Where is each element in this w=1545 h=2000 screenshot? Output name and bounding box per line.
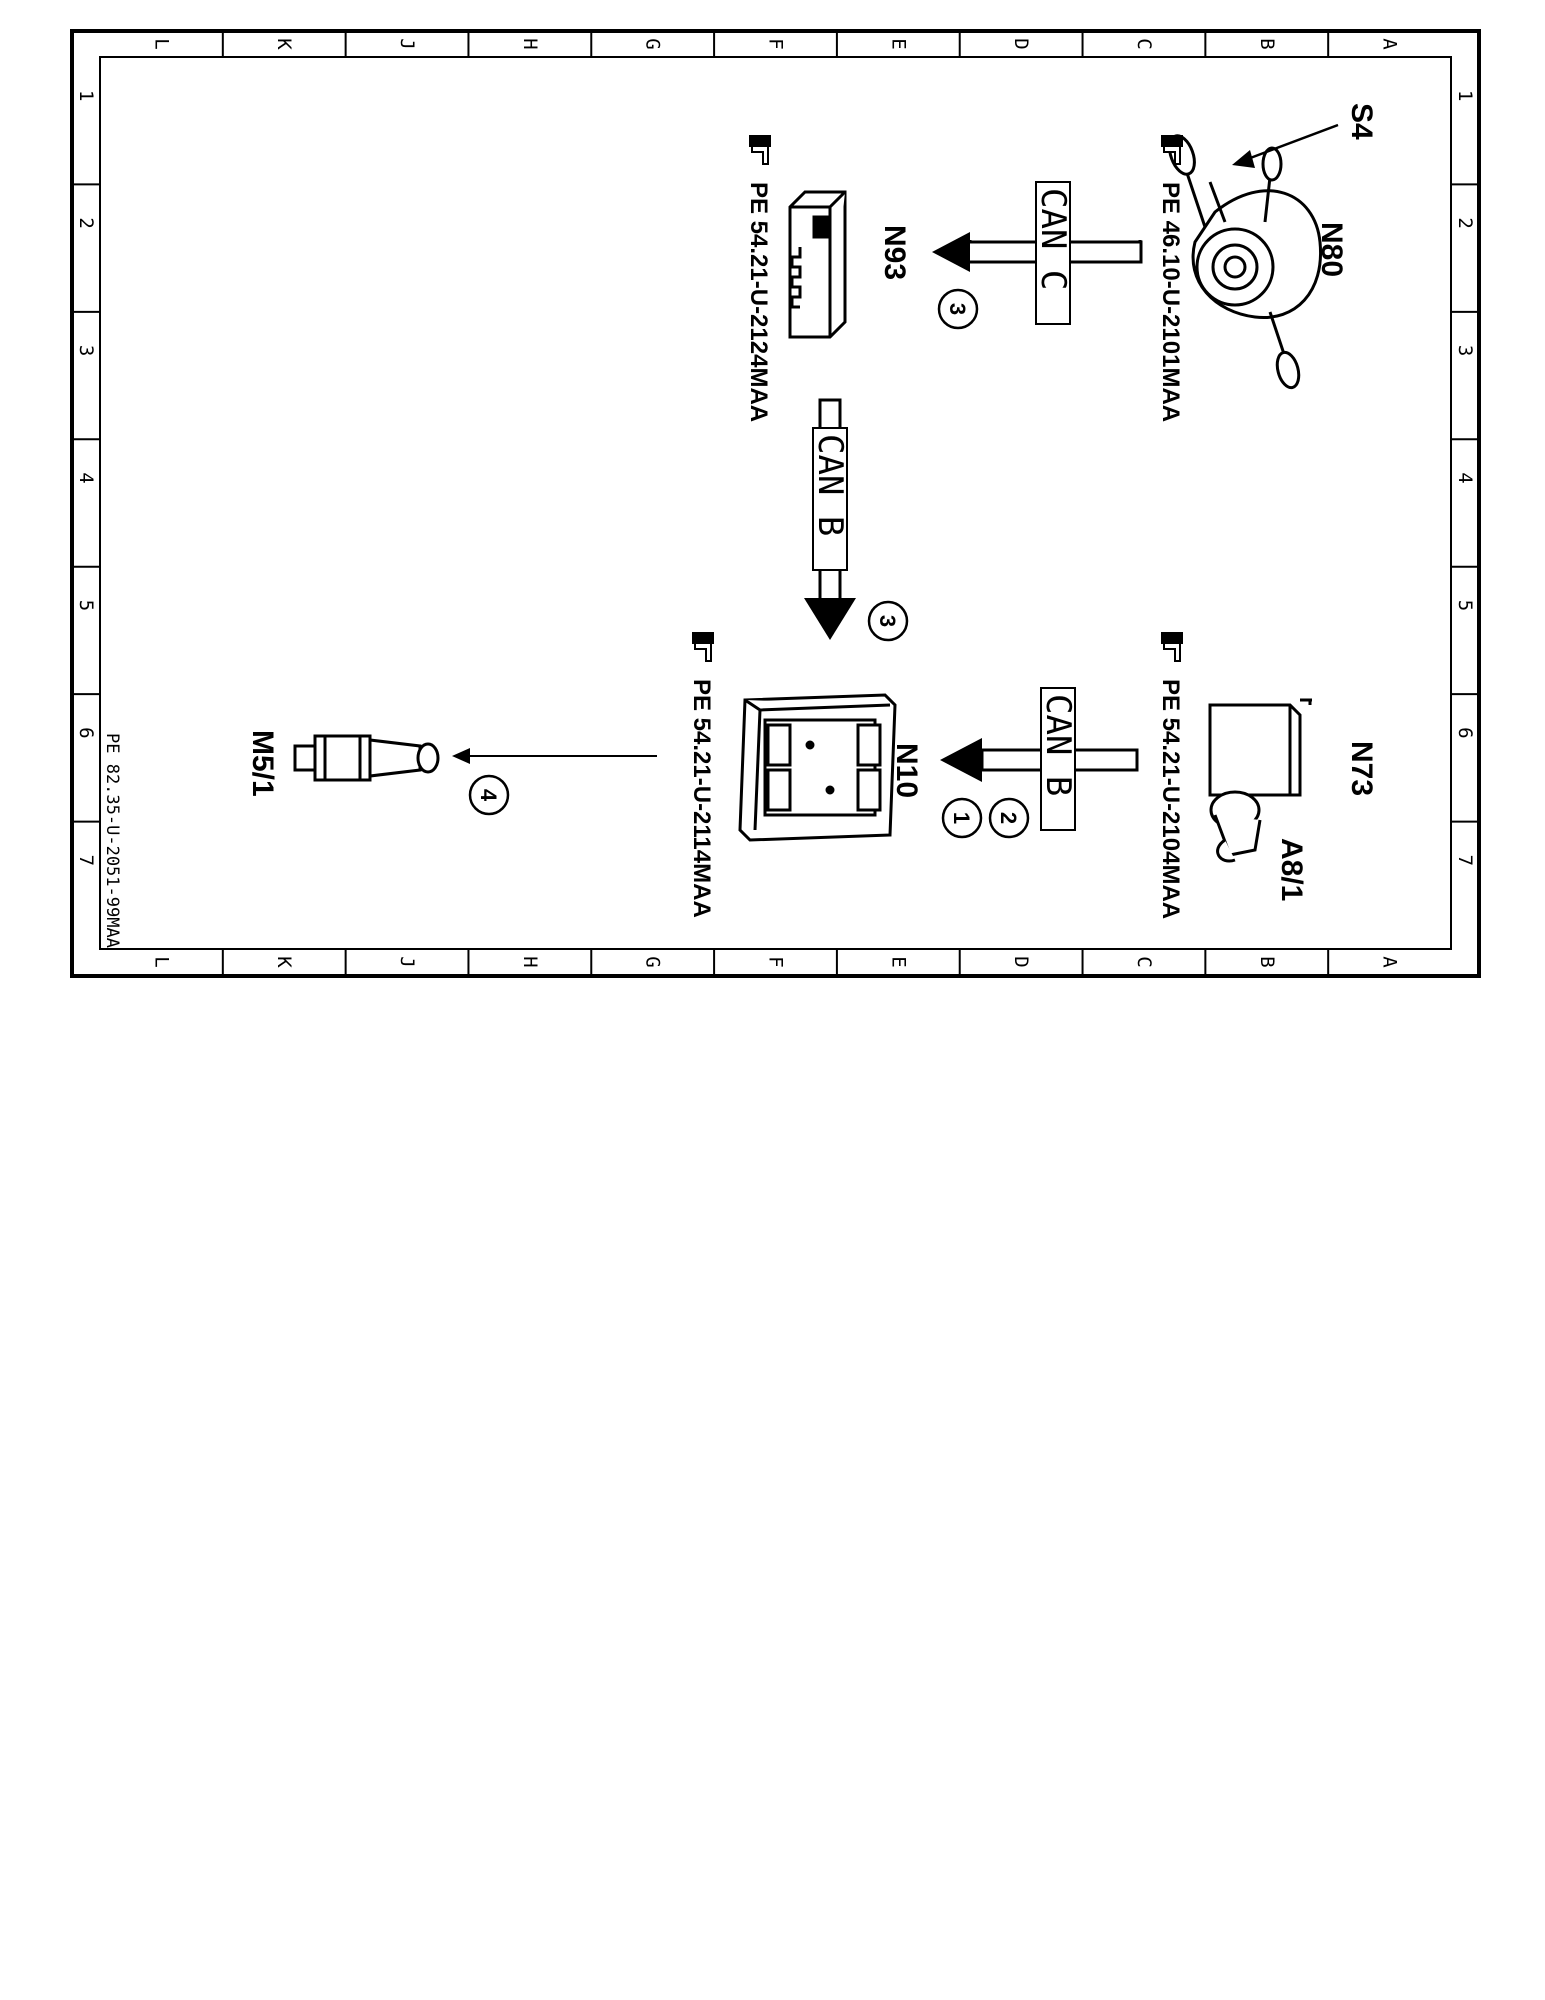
label-a8-1: A8/1: [1275, 838, 1308, 901]
outer-frame: [70, 29, 1481, 978]
step-circle-2: [988, 797, 1030, 839]
frame-row-label: 4: [75, 472, 97, 483]
label-n73: N73: [1345, 741, 1378, 796]
frame-column-label: F: [765, 956, 787, 967]
can-c-arrow-head: [932, 232, 970, 272]
step-number-2: 2: [996, 812, 1021, 824]
frame-row-label: 7: [75, 855, 97, 866]
frame-row-label: 2: [1454, 217, 1476, 228]
m5-1-sensor-icon: [293, 734, 440, 782]
ref-n73: PE 54.21-U-2104MAA: [1157, 679, 1184, 919]
label-n93: N93: [878, 225, 911, 280]
frame-column-label: B: [1256, 38, 1278, 49]
frame-row-label: 1: [75, 90, 97, 101]
frame-column-label: K: [273, 38, 295, 50]
hand-pointer-icon: [692, 632, 714, 662]
hand-pointer-icon: [1161, 135, 1183, 165]
bus-can-b-vertical: CAN B: [810, 434, 850, 536]
step-circle-3b: [867, 600, 909, 642]
frame-row-label: 3: [1454, 345, 1476, 356]
n73-ignition-switch-icon: [1208, 698, 1312, 863]
frame-row-label: 7: [1454, 855, 1476, 866]
frame-column-label: C: [1133, 38, 1155, 49]
frame-column-label: G: [642, 956, 664, 967]
bus-can-c: CAN C: [1033, 188, 1073, 290]
frame-column-label: A: [1379, 956, 1401, 968]
ref-n10: PE 54.21-U-2114MAA: [688, 679, 715, 918]
s4-pointer-head: [1232, 150, 1255, 168]
hand-pointer-icon: [749, 135, 771, 165]
ref-n80: PE 46.10-U-2101MAA: [1157, 182, 1184, 422]
n93-module-icon: [788, 190, 847, 339]
n80-switch-icon: [1168, 134, 1323, 390]
step-circle-4: [468, 774, 510, 816]
frame-row-label: 6: [1454, 727, 1476, 738]
inner-frame: [99, 56, 1452, 950]
frame-row-label: 4: [1454, 472, 1476, 483]
frame-row-label: 6: [75, 727, 97, 738]
frame-column-label: A: [1379, 38, 1401, 50]
frame-column-label: L: [150, 956, 172, 967]
label-m5-1: M5/1: [246, 730, 279, 797]
hand-pointer-icon: [1161, 632, 1183, 662]
label-n80: N80: [1315, 222, 1348, 277]
frame-column-label: F: [765, 38, 787, 49]
label-s4: S4: [1345, 103, 1378, 140]
frame-column-label: J: [396, 38, 418, 49]
step-number-1: 1: [949, 812, 974, 824]
can-b-lower-label-box: [1040, 687, 1076, 831]
bus-can-b-lower: CAN B: [1038, 694, 1078, 796]
can-b-vertical-arrow-head: [804, 598, 856, 640]
document-id: PE 82.35-U-2051-99MAA: [102, 733, 122, 948]
can-b-lower-arrow-head: [940, 738, 982, 782]
frame-column-label: G: [642, 38, 664, 49]
step-circle-1: [941, 797, 983, 839]
frame-column-label: D: [1010, 956, 1032, 967]
frame-column-label: E: [887, 956, 909, 967]
frame-row-label: 5: [1454, 600, 1476, 611]
frame-row-label: 3: [75, 345, 97, 356]
step-circle-3a: [937, 288, 979, 330]
frame-column-label: H: [519, 956, 541, 967]
frame-row-label: 1: [1454, 90, 1476, 101]
label-n10: N10: [890, 743, 923, 798]
can-c-label-box: [1035, 181, 1071, 325]
frame-column-label: B: [1256, 956, 1278, 967]
frame-grid-marks: L L K K J J H H G G F F E E D D C C B B A A 1 1 2 2 3 3 4 4 5 5 6 6 7 7: [72, 31, 1479, 976]
frame-column-label: E: [887, 38, 909, 49]
frame-column-label: D: [1010, 38, 1032, 49]
frame-column-label: H: [519, 38, 541, 49]
frame-column-label: L: [150, 38, 172, 49]
frame-column-label: C: [1133, 956, 1155, 967]
n10-module-icon: [738, 693, 897, 842]
ref-n93: PE 54.21-U-2124MAA: [745, 182, 772, 422]
step-number-3b: 3: [875, 615, 900, 627]
n10-to-m51-arrow-head: [452, 748, 470, 764]
can-b-vertical-label-box: [812, 427, 848, 571]
s4-pointer-line: [1244, 123, 1339, 162]
frame-row-label: 5: [75, 600, 97, 611]
step-number-3a: 3: [945, 303, 970, 315]
step-number-4: 4: [476, 789, 501, 802]
frame-column-label: K: [273, 956, 295, 968]
frame-row-label: 2: [75, 217, 97, 228]
frame-column-label: J: [396, 956, 418, 967]
